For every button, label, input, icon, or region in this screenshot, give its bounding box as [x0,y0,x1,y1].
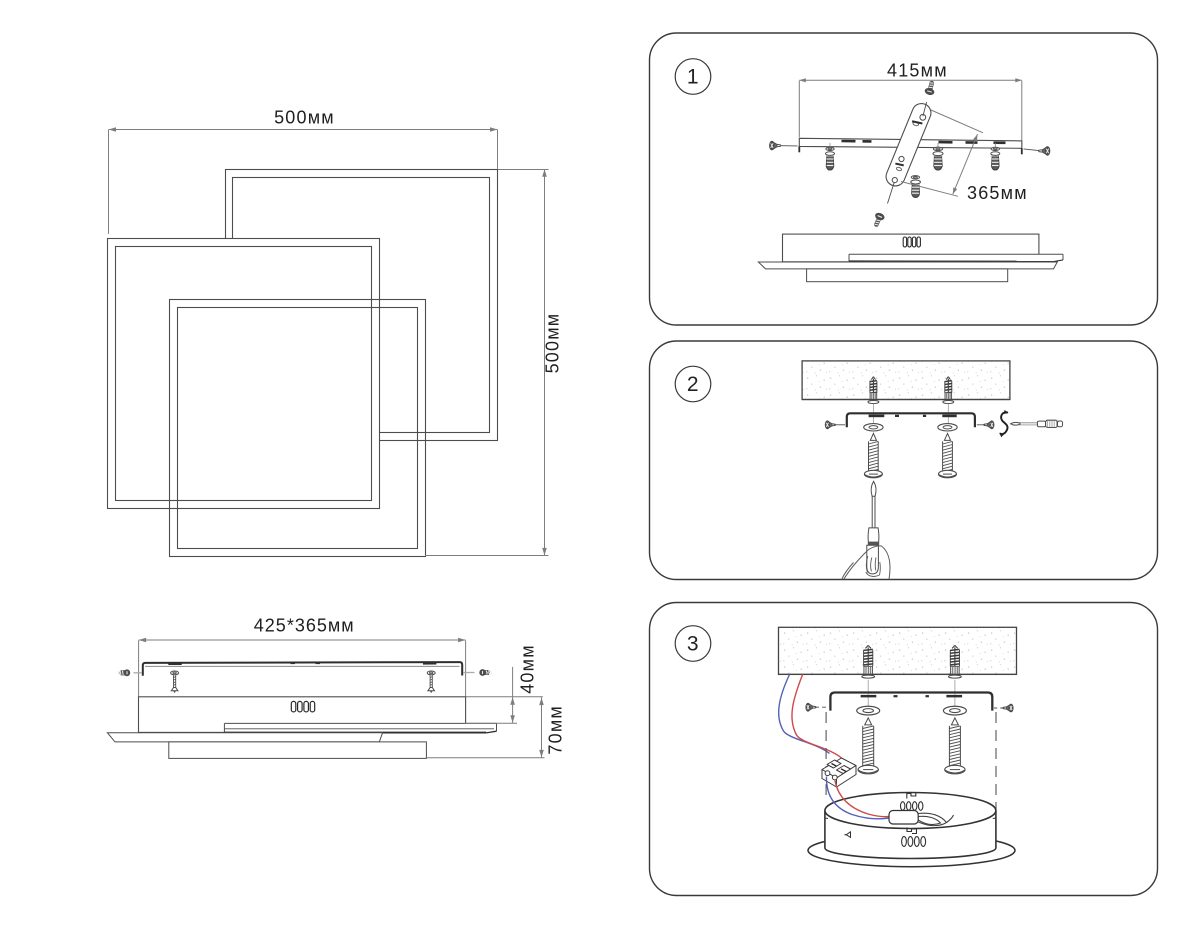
svg-text:1: 1 [687,66,699,89]
svg-text:425*365мм: 425*365мм [254,615,355,635]
svg-text:415мм: 415мм [887,61,948,81]
svg-text:500мм: 500мм [274,107,335,127]
svg-text:500мм: 500мм [543,313,563,374]
svg-text:365мм: 365мм [967,183,1028,203]
svg-text:3: 3 [687,633,699,656]
svg-text:40мм: 40мм [518,644,538,694]
svg-text:2: 2 [687,373,699,396]
svg-text:70мм: 70мм [546,705,566,755]
